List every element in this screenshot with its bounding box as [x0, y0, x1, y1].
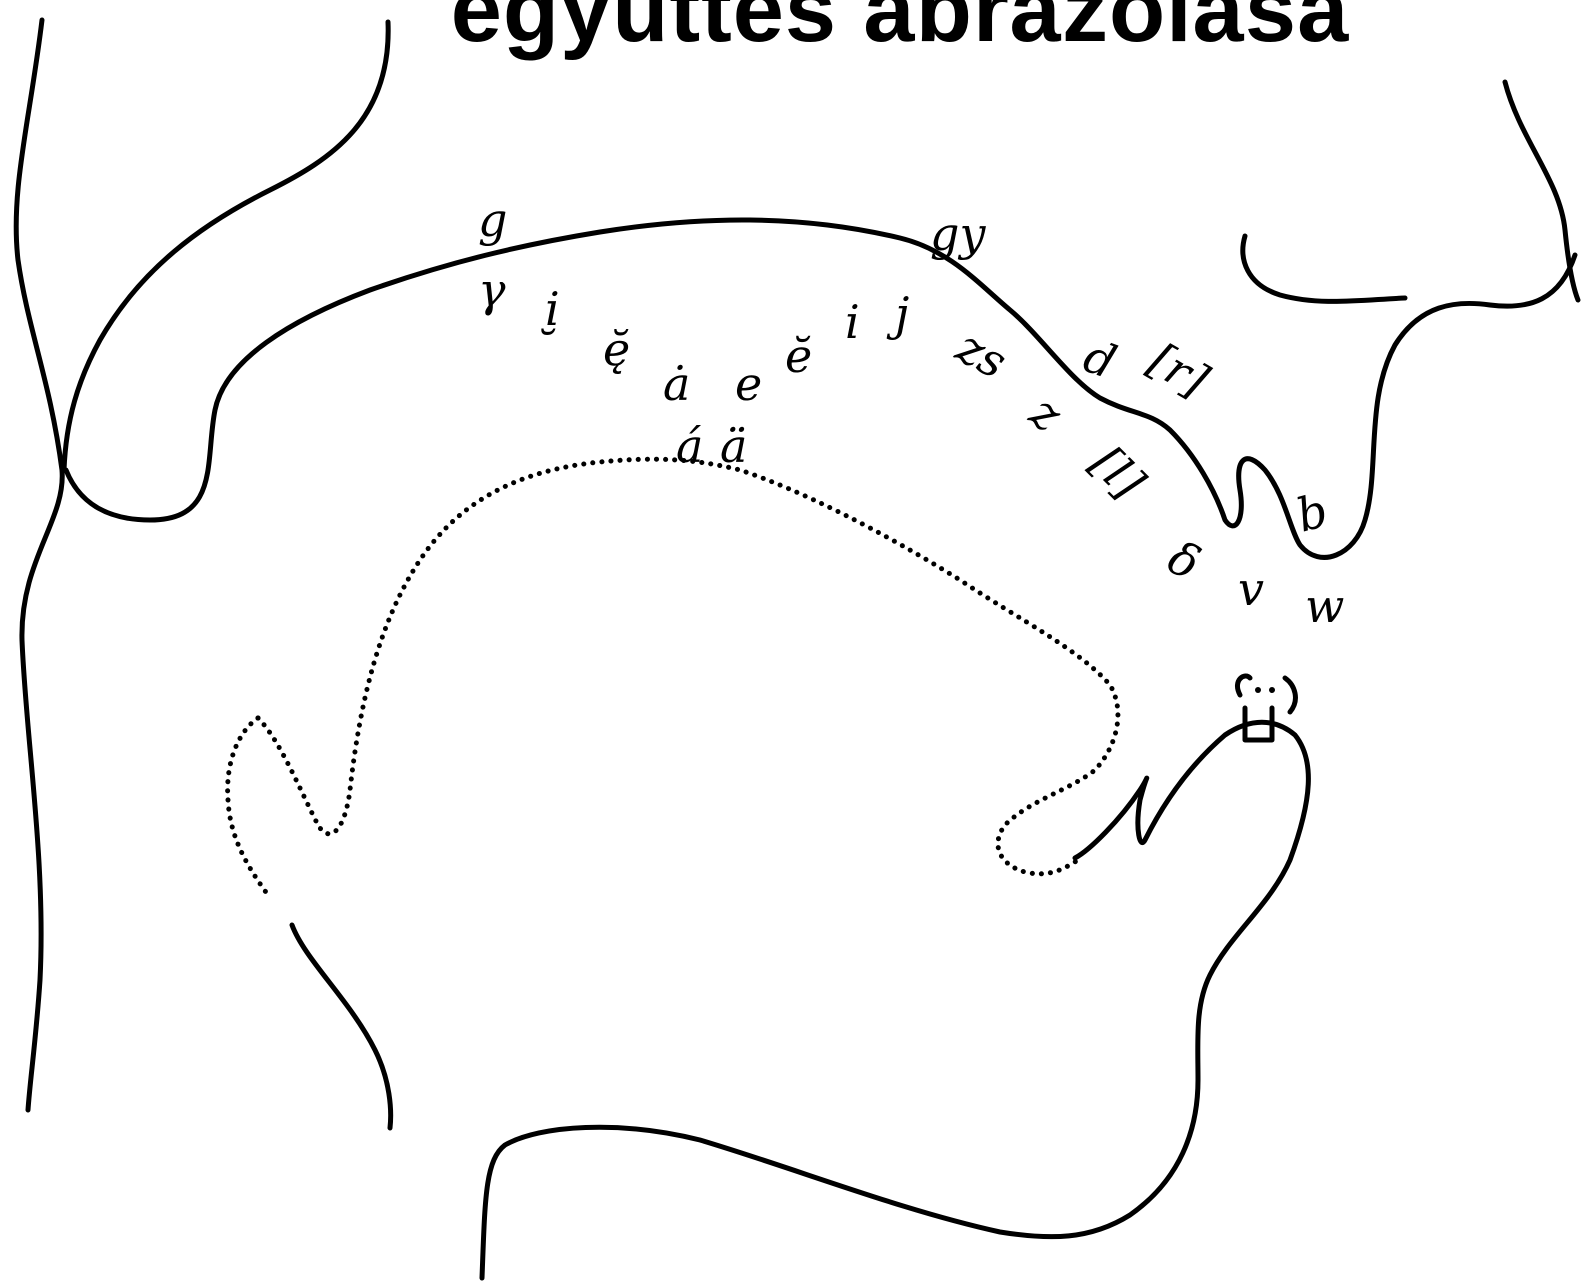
- label-b: b: [1291, 483, 1333, 543]
- label-a-acute: á: [676, 419, 703, 473]
- label-i-sub: i̮: [540, 282, 559, 336]
- label-e: e: [735, 357, 762, 411]
- label-g: g: [478, 193, 507, 247]
- label-a-dot: ȧ: [663, 357, 690, 411]
- label-j: j: [886, 287, 909, 341]
- nasal-cavity-outline: [64, 22, 388, 470]
- label-e-sub: ę̆: [603, 322, 630, 376]
- label-i: i: [845, 295, 860, 349]
- label-a-uml: ä: [720, 419, 747, 473]
- tongue-outline: [258, 459, 1118, 874]
- label-zs: zs: [947, 319, 1015, 390]
- label-z: z: [1020, 384, 1072, 443]
- label-gamma: γ: [478, 263, 506, 317]
- label-w: w: [1305, 579, 1344, 633]
- lower-lip-outline: [482, 722, 1308, 1278]
- label-r-bracketed: [r]: [1140, 332, 1217, 408]
- label-l-bracketed: [l]: [1081, 435, 1155, 509]
- label-v: v: [1238, 562, 1264, 616]
- label-e-breve: ĕ: [785, 329, 812, 383]
- nose-outline: [1505, 82, 1578, 300]
- label-gy: gy: [930, 207, 986, 261]
- nostril-outline: [1243, 236, 1405, 301]
- palate-outline: [66, 220, 1575, 557]
- lower-throat-outline: [292, 925, 391, 1128]
- teeth-dot-left: [1255, 687, 1261, 693]
- label-d: d: [1077, 329, 1123, 390]
- teeth-dot-right: [1269, 687, 1275, 693]
- label-delta: δ: [1160, 530, 1208, 591]
- back-head-outline: [16, 20, 62, 1110]
- tongue-root-outline: [228, 718, 268, 895]
